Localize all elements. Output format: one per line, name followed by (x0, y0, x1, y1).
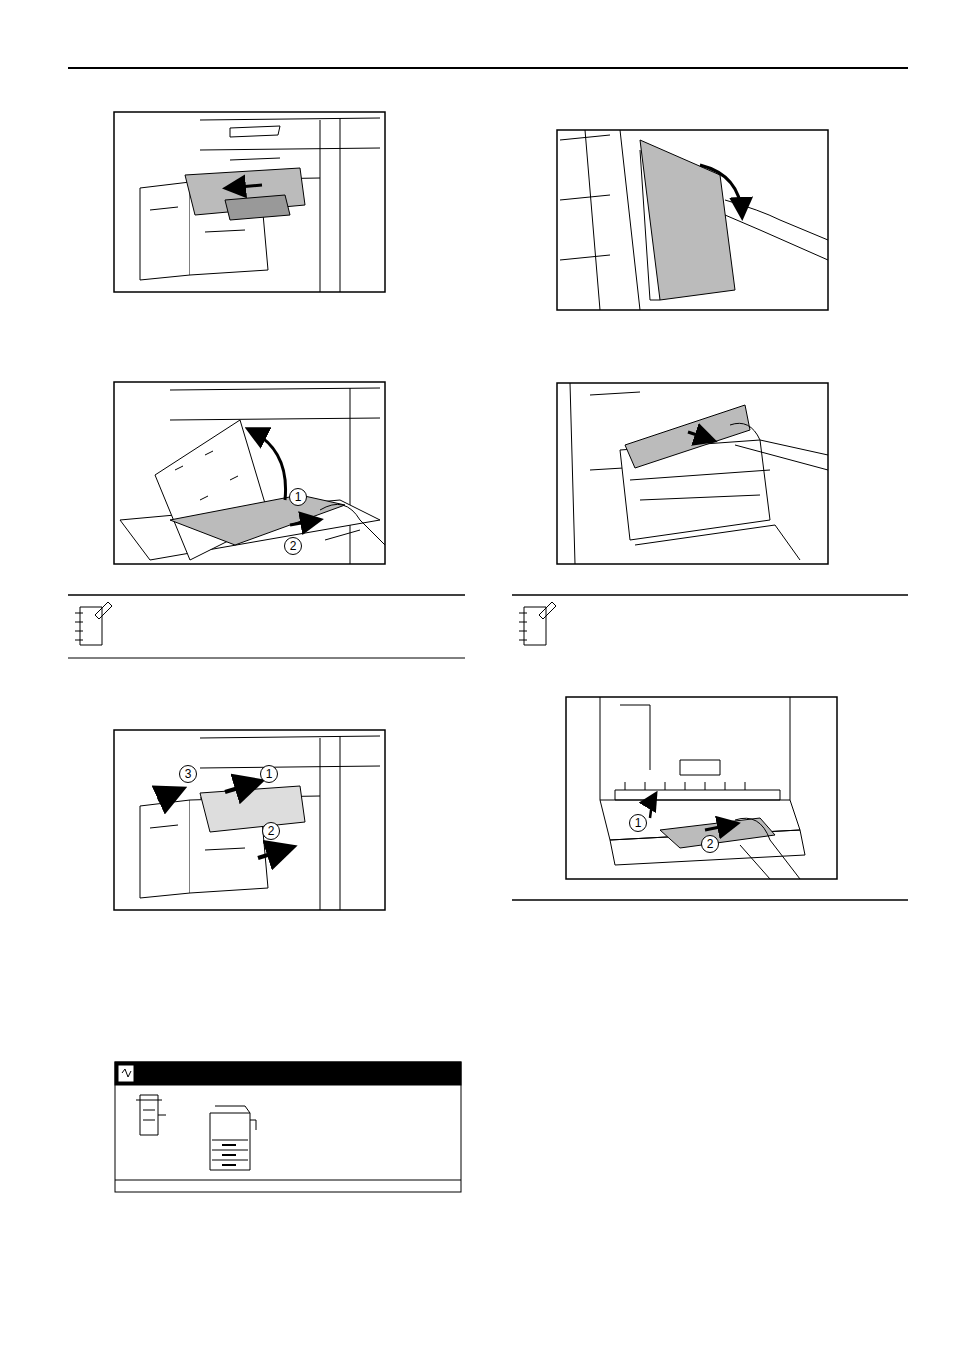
callout-number: 1 (289, 488, 307, 506)
callout-number: 1 (629, 814, 647, 832)
callout-number: 1 (260, 765, 278, 783)
callout-number: 2 (262, 822, 280, 840)
callout-number: 3 (179, 765, 197, 783)
callout-number: 2 (701, 835, 719, 853)
callout-number: 2 (284, 537, 302, 555)
